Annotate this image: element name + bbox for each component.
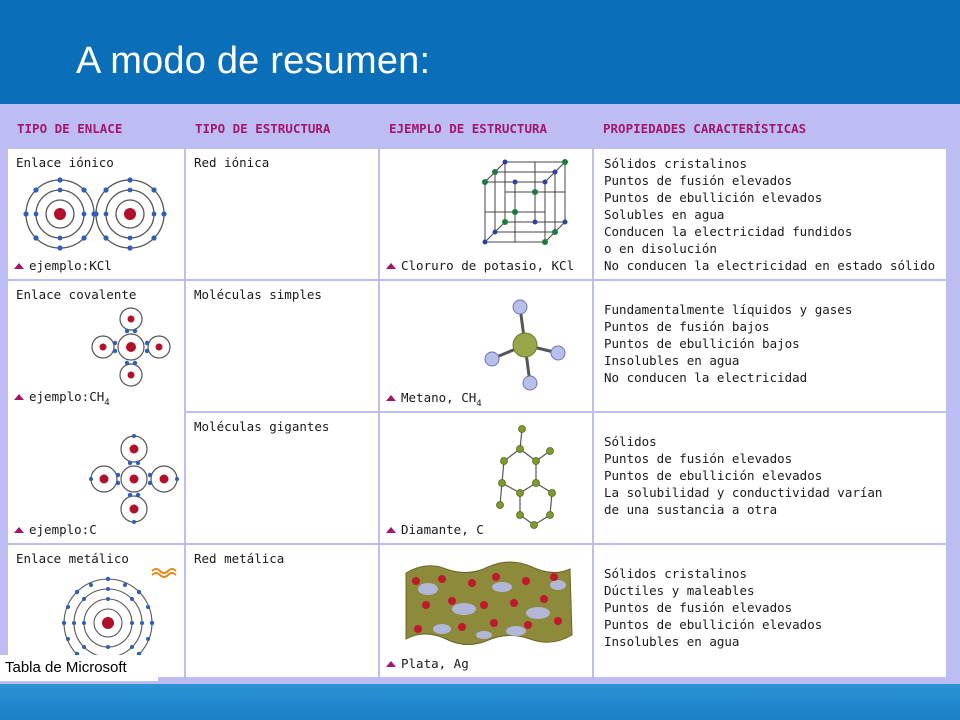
table-header-row: TIPO DE ENLACE TIPO DE ESTRUCTURA EJEMPL…: [7, 110, 947, 148]
triangle-icon: [14, 263, 24, 269]
example-caption-ionic: Cloruro de potasio, KCl: [386, 258, 574, 273]
diamond-atoms-diagram: [89, 434, 179, 524]
ionic-atoms-diagram: [23, 177, 167, 251]
list-item: Sólidos cristalinos: [604, 156, 747, 171]
summary-table: TIPO DE ENLACE TIPO DE ESTRUCTURA EJEMPL…: [6, 110, 948, 679]
example-caption-silver-text: Plata, Ag: [401, 656, 469, 671]
triangle-icon: [386, 263, 396, 269]
list-item: Puntos de ebullición elevados: [604, 468, 823, 483]
example-caption-silver: Plata, Ag: [386, 656, 469, 671]
bond-label-covalent: Enlace covalente: [16, 287, 137, 302]
ionic-lattice-diagram: [482, 159, 568, 245]
triangle-icon: [386, 527, 396, 533]
slide-bottom-band: [0, 684, 960, 720]
triangle-icon: [386, 395, 396, 401]
header-bond-type: TIPO DE ENLACE: [7, 110, 185, 148]
cell-example-ionic: Cloruro de potasio, KCl: [378, 147, 594, 281]
bond-example-ionic: ejemplo:KCl: [14, 258, 112, 273]
list-item: Puntos de ebullición elevados: [604, 190, 823, 205]
properties-list-ionic: Sólidos cristalinos Puntos de fusión ele…: [604, 155, 935, 274]
example-caption-diamond-text: Diamante, C: [401, 522, 484, 537]
bond-example-diamond: ejemplo:C: [14, 522, 97, 537]
header-structure-example: EJEMPLO DE ESTRUCTURA: [379, 110, 593, 148]
source-badge: Tabla de Microsoft: [0, 655, 158, 681]
list-item: Puntos de fusión elevados: [604, 451, 793, 466]
cell-properties-giant: Sólidos Puntos de fusión elevados Puntos…: [592, 411, 948, 545]
cell-properties-simple: Fundamentalmente líquidos y gases Puntos…: [592, 279, 948, 413]
list-item: Conducen la electricidad fundidos: [604, 224, 853, 239]
header-properties: PROPIEDADES CARACTERÍSTICAS: [593, 110, 947, 148]
structure-label-metallic: Red metálica: [194, 551, 285, 566]
list-item: Solubles en agua: [604, 207, 725, 222]
list-item: Sólidos: [604, 434, 657, 449]
properties-list-giant: Sólidos Puntos de fusión elevados Puntos…: [604, 433, 882, 518]
triangle-icon: [386, 661, 396, 667]
list-item: Puntos de ebullición elevados: [604, 617, 823, 632]
list-item: Dúctiles y maleables: [604, 583, 755, 598]
triangle-icon: [14, 527, 24, 533]
slide-header: [0, 0, 960, 104]
cell-structure-simple: Moléculas simples: [184, 279, 380, 413]
methane-atoms-diagram: [91, 307, 171, 387]
subscript-4: 4: [476, 399, 482, 409]
cell-structure-metallic: Red metálica: [184, 543, 380, 679]
structure-label-ionic: Red iónica: [194, 155, 270, 170]
diamond-structure-diagram: [496, 425, 556, 529]
bond-example-ionic-text: ejemplo:KCl: [29, 258, 112, 273]
list-item: Puntos de ebullición bajos: [604, 336, 800, 351]
list-item: Insolubles en agua: [604, 634, 740, 649]
cell-properties-metallic: Sólidos cristalinos Dúctiles y maleables…: [592, 543, 948, 679]
structure-label-simple: Moléculas simples: [194, 287, 322, 302]
example-caption-diamond: Diamante, C: [386, 522, 484, 537]
list-item: Puntos de fusión elevados: [604, 600, 793, 615]
triangle-icon: [14, 394, 24, 400]
cell-example-silver: Plata, Ag: [378, 543, 594, 679]
bond-label-metallic: Enlace metálico: [16, 551, 129, 566]
bond-example-methane-text: ejemplo:CH: [29, 389, 105, 404]
table-row-covalent-giant: Moléculas gigantes: [7, 411, 948, 545]
list-item: Fundamentalmente líquidos y gases: [604, 302, 853, 317]
list-item: Insolubles en agua: [604, 353, 740, 368]
subscript-4: 4: [104, 398, 110, 408]
slide-title: A modo de resumen:: [76, 40, 431, 82]
properties-list-metallic: Sólidos cristalinos Dúctiles y maleables…: [604, 565, 822, 650]
table-row-covalent-simple: Enlace covalente: [6, 279, 948, 545]
cell-structure-giant: Moléculas gigantes: [184, 411, 380, 545]
table-row-ionic: Enlace iónico: [6, 147, 948, 281]
bond-example-diamond-text: ejemplo:C: [29, 522, 97, 537]
list-item: de una sustancia a otra: [604, 502, 778, 517]
properties-list-simple: Fundamentalmente líquidos y gases Puntos…: [604, 301, 852, 386]
cell-bond-ionic: Enlace iónico: [6, 147, 186, 281]
list-item: No conducen la electricidad: [604, 370, 808, 385]
cell-structure-ionic: Red iónica: [184, 147, 380, 281]
list-item: No conducen la electricidad en estado só…: [604, 258, 936, 273]
silver-lattice-diagram: [405, 561, 573, 645]
list-item: Puntos de fusión elevados: [604, 173, 793, 188]
list-item: o en disolución: [604, 241, 717, 256]
methane-model-diagram: [484, 299, 566, 391]
example-caption-methane-text: Metano, CH: [401, 390, 477, 405]
cell-bond-covalent: Enlace covalente: [6, 279, 186, 545]
list-item: Puntos de fusión bajos: [604, 319, 770, 334]
structure-label-giant: Moléculas gigantes: [194, 419, 330, 434]
cell-example-diamond: Diamante, C: [378, 411, 594, 545]
example-caption-ionic-text: Cloruro de potasio, KCl: [401, 258, 575, 273]
cell-properties-ionic: Sólidos cristalinos Puntos de fusión ele…: [592, 147, 948, 281]
bond-label-ionic: Enlace iónico: [16, 155, 114, 170]
list-item: Sólidos cristalinos: [604, 566, 747, 581]
header-structure-type: TIPO DE ESTRUCTURA: [185, 110, 379, 148]
list-item: La solubilidad y conductividad varían: [604, 485, 883, 500]
